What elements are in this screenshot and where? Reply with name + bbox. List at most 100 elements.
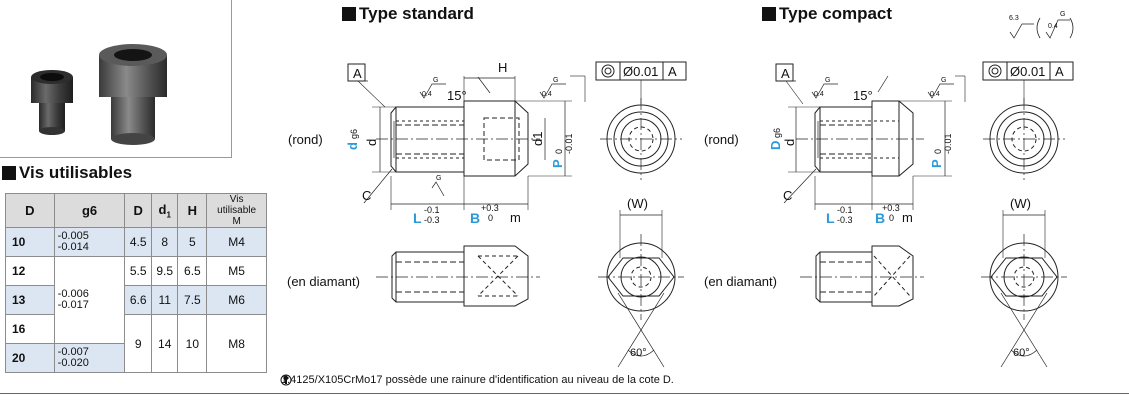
cell-g6: -0.007-0.020 [53,343,126,373]
product-photo-frame [0,0,232,158]
table-row: 16 9 14 10 M8 [5,314,267,373]
compact-diamond-side-view [800,245,924,307]
title-square-icon [762,7,776,21]
cell-M: M8 [206,314,267,373]
roughness-04-standard-1: 0.4 [422,91,432,98]
cell-D: 5.5 [124,256,152,286]
info-key-icon [280,374,292,386]
cell-d: 16 [5,314,55,344]
roughness-04-standard-2: 0.4 [542,91,552,98]
angle-15-compact: 15° [853,88,873,103]
cell-H: 10 [177,314,208,373]
dim-l-tol-top-standard: -0.1 [424,205,440,215]
dim-p-tol-top-standard: 0 [554,149,564,154]
dim-l-tol-top-compact: -0.1 [837,205,853,215]
roughness-g-standard-3: G [436,175,441,182]
dim-m-compact: m [902,210,913,225]
bottom-divider [0,393,1129,394]
angle-15-standard: 15° [447,88,467,103]
label-diamant-standard: (en diamant) [287,274,360,289]
roughness-04-compact-1: 0.4 [814,91,824,98]
table-row: 10 -0.005-0.014 4.5 8 5 M4 [5,227,267,257]
standard-end-view [600,98,682,180]
dim-g6-compact: g6 [772,128,782,138]
dim-c-compact: C [783,188,792,203]
dim-p-tol-bot-standard: -0.01 [564,133,574,154]
concentricity-datum-standard: A [668,64,677,79]
dim-d1-standard: d1 [530,132,545,146]
cell-d: 13 [5,285,55,315]
dim-m-standard: m [510,210,521,225]
table-title: Vis utilisables [2,163,132,183]
dim-l-standard: L [413,210,422,226]
compact-type-title: Type compact [762,4,892,24]
dim-small-d-standard: d [364,139,379,146]
dim-l-compact: L [826,210,835,226]
product-photo [31,44,167,145]
label-diamant-compact: (en diamant) [704,274,777,289]
cell-H: 5 [177,227,208,257]
concentricity-standard: Ø0.01 [623,64,658,79]
angle-60-standard: 60° [630,347,647,359]
table-row: 20 -0.007-0.020 [5,343,267,373]
standard-type-title: Type standard [342,4,474,24]
dim-b-tol-bot-compact: 0 [889,213,894,223]
compact-diamond-end-view [981,210,1067,368]
col-header-g6: g6 [53,193,126,228]
roughness-g-compact-1: G [825,77,830,84]
cell-g6: -0.005-0.014 [53,227,126,257]
cell-d1: 11 [150,285,179,315]
cell-d: 10 [5,227,55,257]
col-header-d: D [5,193,55,228]
cell-H: 7.5 [177,285,208,315]
concentricity-datum-compact: A [1055,64,1064,79]
col-header-d1: d1 [150,193,179,228]
standard-side-view [376,100,540,177]
dim-l-tol-bot-standard: -0.3 [424,215,440,225]
datum-a-compact: A [781,66,790,81]
roughness-g-standard-2: G [553,77,558,84]
title-square-icon [2,166,16,180]
dim-l-tol-bot-compact: -0.3 [837,215,853,225]
roughness-g-standard-1: G [433,77,438,84]
dim-p-tol-bot-compact: -0.01 [943,133,953,154]
cell-d1: 14 [150,314,179,373]
roughness-63-header: 6.3 [1009,15,1019,22]
dim-b-compact: B [875,210,885,226]
dim-p-compact: P [929,159,944,168]
datum-a-standard: A [353,66,362,81]
table-row: 12 -0.006-0.017 5.5 9.5 6.5 M5 [5,256,267,344]
standard-diamond-end-view [598,210,684,368]
cell-g6: -0.006-0.017 [53,256,126,344]
label-rond-compact: (rond) [704,132,739,147]
table-row: 13 6.6 11 7.5 M6 [5,285,267,315]
dim-p-tol-top-compact: 0 [933,149,943,154]
compact-end-view [983,98,1065,180]
dim-D-compact: D [768,141,783,150]
standard-diamond-side-view [376,245,540,307]
roughness-g-header: G [1060,11,1065,18]
title-square-icon [342,7,356,21]
dim-d-standard: d [345,142,360,150]
dim-g6-standard: g6 [349,129,359,139]
compact-side-view [796,100,924,177]
dim-h-standard: H [498,60,507,75]
w-label-compact: (W) [1010,196,1031,211]
angle-60-compact: 60° [1013,347,1030,359]
dim-c-standard: C [362,188,371,203]
w-label-standard: (W) [627,196,648,211]
dim-small-d-compact: d [782,139,797,146]
dim-b-tol-top-compact: +0.3 [882,203,900,213]
identification-note: 1.4125/X105CrMo17 possède une rainure d'… [281,374,674,386]
cell-D: 4.5 [124,227,152,257]
cell-d1: 9.5 [150,256,179,286]
label-rond-standard: (rond) [288,132,323,147]
roughness-04-compact-2: 0.4 [930,91,940,98]
dim-p-standard: P [550,159,565,168]
dim-b-tol-bot-standard: 0 [488,213,493,223]
cell-d1: 8 [150,227,179,257]
concentricity-compact: Ø0.01 [1010,64,1045,79]
